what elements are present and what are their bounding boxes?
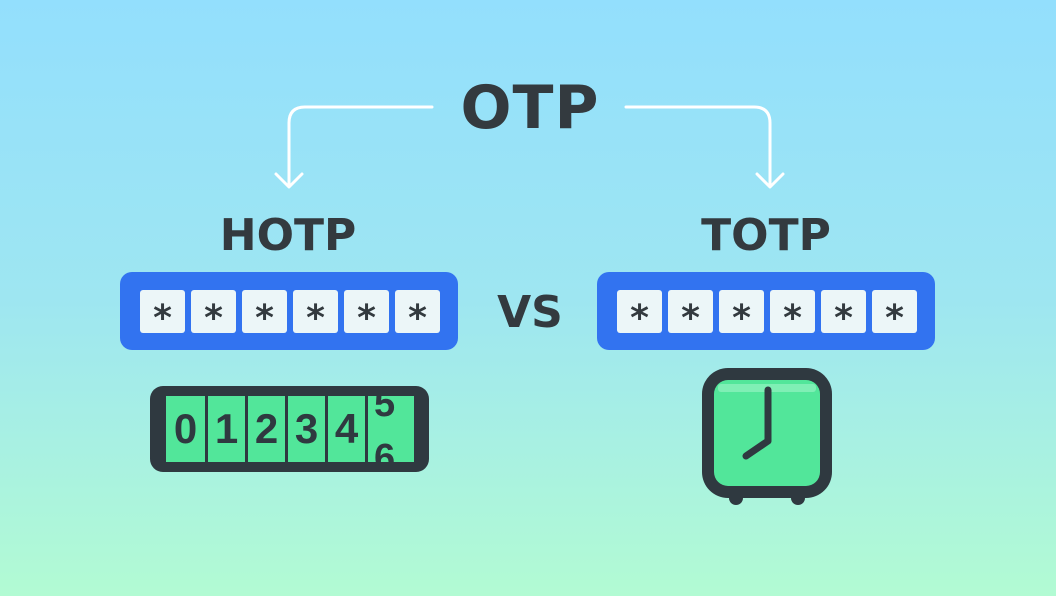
totp-title: TOTP (701, 210, 831, 261)
hotp-digit-slot: * (293, 290, 338, 337)
totp-code-box: * * * * * * (597, 272, 935, 350)
versus-label: VS (497, 287, 563, 338)
counter-rolling-digit-bottom: 6 (374, 437, 396, 462)
totp-digit-slot: * (617, 290, 662, 337)
counter-digit: 3 (294, 405, 319, 452)
counter-display: 0 1 2 3 4 5 6 (166, 396, 414, 462)
hotp-digit-slot: * (140, 290, 185, 337)
counter-rolling-wheel: 5 6 (368, 396, 414, 462)
totp-digit-slot: * (668, 290, 713, 337)
counter-divider (285, 396, 288, 462)
counter-digit: 4 (334, 405, 359, 452)
totp-digit-slot: * (719, 290, 764, 337)
counter-divider (365, 396, 368, 462)
totp-digit-slot: * (872, 290, 917, 337)
totp-digit-slot: * (821, 290, 866, 337)
left-branch-arrow (287, 105, 434, 188)
hotp-digit-slot: * (395, 290, 440, 337)
counter-rolling-digit-top: 5 (374, 396, 396, 425)
hotp-code-box: * * * * * * (120, 272, 458, 350)
mechanical-counter-icon: 0 1 2 3 4 5 6 (150, 386, 429, 472)
left-arrowhead-icon (274, 172, 304, 189)
right-arrowhead-icon (755, 172, 785, 189)
totp-digit-slot: * (770, 290, 815, 337)
clock-icon (702, 368, 832, 505)
counter-digit: 0 (173, 405, 198, 452)
counter-divider (325, 396, 328, 462)
counter-divider (205, 396, 208, 462)
counter-digit: 2 (254, 405, 279, 452)
otp-title: OTP (460, 73, 600, 143)
hotp-title: HOTP (219, 210, 357, 261)
hotp-digit-slot: * (242, 290, 287, 337)
clock-hands (742, 386, 772, 460)
hotp-digit-slot: * (344, 290, 389, 337)
counter-divider (245, 396, 248, 462)
right-branch-arrow (624, 105, 772, 188)
counter-digit: 1 (214, 405, 239, 452)
hotp-digit-slot: * (191, 290, 236, 337)
